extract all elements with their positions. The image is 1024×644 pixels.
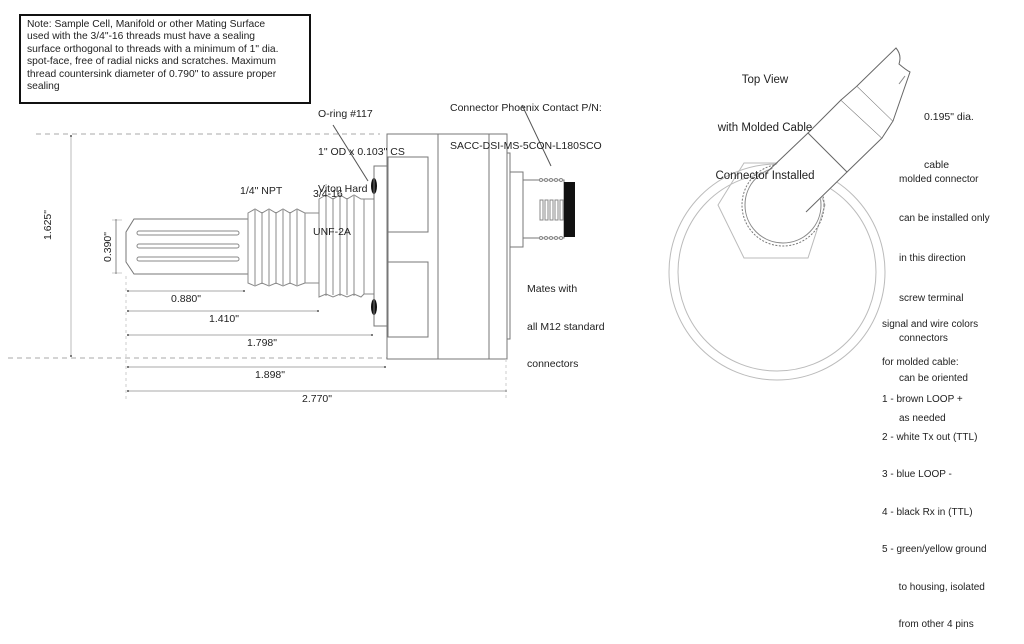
oring-label-line: 1" OD x 0.103" CS (318, 145, 405, 158)
thread-label: 3/4-16 UNF-2A (313, 163, 351, 251)
top-view (668, 47, 911, 381)
wiring-legend: signal and wire colors for molded cable:… (882, 294, 987, 644)
wiring-heading: signal and wire colors (882, 319, 979, 330)
oring-label-line: Viton Hard (318, 183, 368, 195)
orientation-note-line: screw terminal (899, 293, 964, 305)
dim-0880: 0.880" (171, 293, 202, 305)
connector-leader (521, 104, 552, 167)
dim-1410: 1.410" (209, 313, 240, 325)
wiring-pin: from other 4 pins (882, 619, 974, 630)
orientation-note-line: connectors (899, 333, 948, 345)
oring-label: O-ring #117 1" OD x 0.103" CS Viton Hard (318, 83, 405, 208)
dim-1898: 1.898" (255, 369, 286, 381)
dim-probe-diameter: 0.390" (102, 231, 114, 262)
note-line: spot-face, free of radial nicks and scra… (27, 56, 276, 68)
housing (373, 133, 524, 360)
orientation-note-line: molded connector (899, 173, 979, 185)
wiring-heading: for molded cable: (882, 356, 959, 368)
note-line: sealing (27, 81, 60, 93)
connector-label-line: Connector Phoenix Contact P/N: (450, 102, 602, 114)
wiring-pin: 1 - brown LOOP + (882, 394, 963, 405)
wiring-pin: 2 - white Tx out (TTL) (882, 431, 978, 443)
cable-label-line: cable (924, 159, 950, 171)
orientation-note-line: can be installed only (899, 213, 990, 225)
wiring-pin: to housing, isolated (882, 581, 985, 593)
top-view-title: Top View with Molded Cable Connector Ins… (705, 40, 825, 200)
npt-thread (247, 208, 320, 287)
m12-connector (522, 178, 575, 240)
orientation-note-line: in this direction (899, 253, 966, 265)
dim-2770: 2.770" (302, 393, 333, 405)
note-line: surface orthogonal to threads with a min… (27, 43, 279, 55)
mates-label: Mates with all M12 standard connectors (527, 258, 605, 383)
note-line: Note: Sample Cell, Manifold or other Mat… (27, 19, 266, 30)
cable-diameter-label: 0.195" dia. cable (924, 77, 974, 189)
oring-label-line: O-ring #117 (318, 108, 373, 120)
dim-overall-height: 1.625" (42, 209, 54, 240)
mates-label-line: all M12 standard (527, 320, 605, 333)
npt-label: 1/4" NPT (240, 185, 283, 197)
note-line: thread countersink diameter of 0.790" to… (27, 68, 277, 80)
mates-label-line: connectors (527, 358, 579, 370)
note-line: used with the 3/4"-16 threads must have … (27, 31, 256, 43)
top-view-title-line: Connector Installed (715, 170, 815, 182)
oring-leader (332, 124, 369, 182)
wiring-pin: 3 - blue LOOP - (882, 469, 952, 480)
top-view-title-line: with Molded Cable (717, 122, 813, 134)
wiring-pin: 5 - green/yellow ground (882, 544, 987, 555)
technical-drawing (8, 47, 911, 402)
top-view-title-line: Top View (741, 74, 789, 86)
wiring-pin: 4 - black Rx in (TTL) (882, 506, 973, 518)
orientation-note: molded connector can be installed only i… (899, 146, 990, 439)
thread-label-line: UNF-2A (313, 225, 351, 238)
connector-part-label: Connector Phoenix Contact P/N: SACC-DSI-… (450, 77, 602, 165)
orientation-note-line: as needed (899, 412, 946, 424)
dim-1798: 1.798" (247, 337, 278, 349)
orientation-note-line: can be oriented (899, 373, 968, 385)
molded-cable-connector (765, 47, 911, 214)
mating-surface-note: Note: Sample Cell, Manifold or other Mat… (19, 14, 311, 104)
side-view (8, 104, 575, 402)
connector-label-line: SACC-DSI-MS-5CON-L180SCO (450, 139, 602, 152)
cable-label-line: 0.195" dia. (924, 111, 974, 123)
mates-label-line: Mates with (527, 283, 578, 295)
cable-leader (898, 75, 906, 85)
horizontal-dimensions (125, 276, 507, 402)
probe-tip (112, 218, 249, 275)
thread-label-line: 3/4-16 (313, 188, 343, 200)
